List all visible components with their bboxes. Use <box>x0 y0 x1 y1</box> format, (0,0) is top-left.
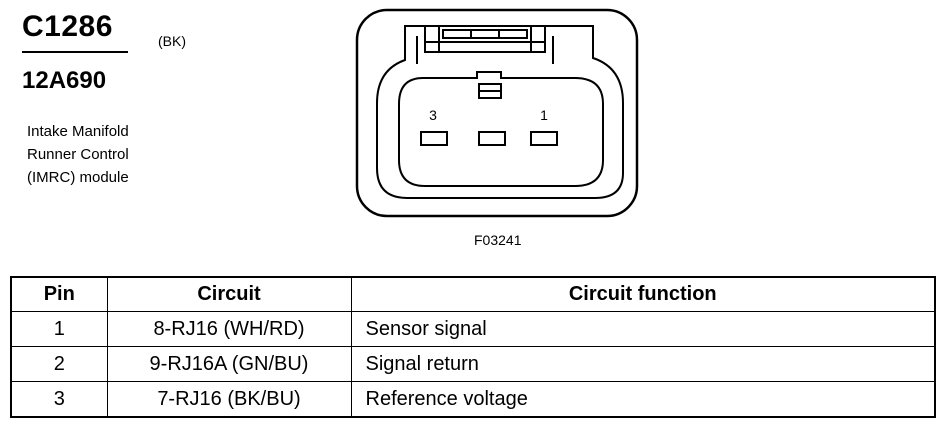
pin-label-3: 3 <box>429 107 437 123</box>
description-line: Runner Control <box>27 146 129 163</box>
connector-color-code: (BK) <box>158 33 186 49</box>
table-row: 3 7-RJ16 (BK/BU) Reference voltage <box>10 381 936 418</box>
table-header-row: Pin Circuit Circuit function <box>10 276 936 312</box>
function-cell: Signal return <box>350 346 936 382</box>
connector-inner-housing <box>376 25 624 199</box>
pin-cell: 2 <box>10 346 108 382</box>
part-number: 12A690 <box>22 67 107 94</box>
table-row: 1 8-RJ16 (WH/RD) Sensor signal <box>10 311 936 347</box>
pin-cell: 3 <box>10 381 108 418</box>
pinout-table: Pin Circuit Circuit function 1 8-RJ16 (W… <box>10 276 936 418</box>
connector-face-diagram: 3 1 <box>355 8 639 218</box>
table-row: 2 9-RJ16A (GN/BU) Signal return <box>10 346 936 382</box>
terminal-cavity <box>398 71 604 187</box>
description-line: (IMRC) module <box>27 169 129 186</box>
column-header-function: Circuit function <box>350 276 936 312</box>
column-header-circuit: Circuit <box>106 276 352 312</box>
connector-id-underline <box>22 51 128 53</box>
connector-outer-housing <box>355 8 639 218</box>
figure-code: F03241 <box>474 232 522 248</box>
function-cell: Reference voltage <box>350 381 936 418</box>
pin-slot-1 <box>530 131 558 146</box>
description-line: Intake Manifold <box>27 123 129 140</box>
pin-label-1: 1 <box>540 107 548 123</box>
component-description: Intake Manifold Runner Control (IMRC) mo… <box>27 120 207 189</box>
circuit-cell: 8-RJ16 (WH/RD) <box>106 311 352 347</box>
pin-slot-3 <box>420 131 448 146</box>
column-header-pin: Pin <box>10 276 108 312</box>
pin-slot-2 <box>478 131 506 146</box>
pin-cell: 1 <box>10 311 108 347</box>
function-cell: Sensor signal <box>350 311 936 347</box>
connector-id: C1286 <box>22 10 113 43</box>
circuit-cell: 9-RJ16A (GN/BU) <box>106 346 352 382</box>
circuit-cell: 7-RJ16 (BK/BU) <box>106 381 352 418</box>
